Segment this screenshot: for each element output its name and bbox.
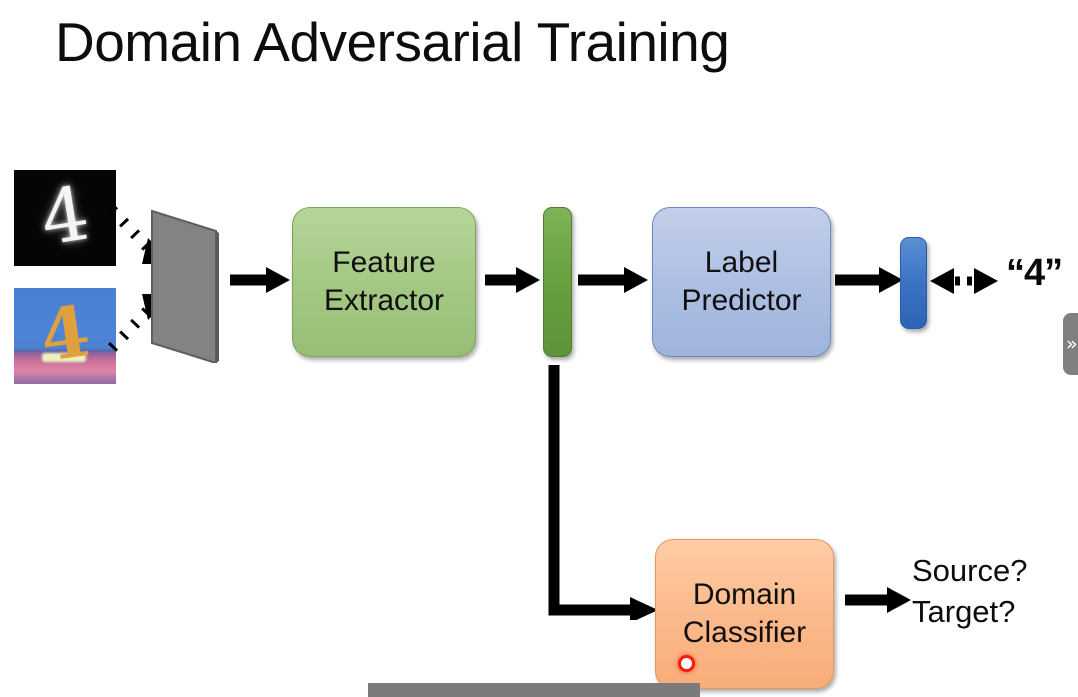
predicted-label-text: “4” [1006, 252, 1063, 294]
domain-classifier-label-line1: Domain [692, 577, 797, 611]
input-plane [150, 203, 220, 363]
feature-vector-bar [543, 207, 572, 357]
target-sample-image: 4 [14, 288, 116, 384]
feature-extractor-block[interactable]: Feature Extractor [292, 207, 476, 357]
domain-question-line1: Source? [912, 553, 1028, 588]
domain-question-line2: Target? [912, 593, 1016, 629]
source-sample-image: 4 [14, 170, 116, 266]
page-title: Domain Adversarial Training [55, 11, 730, 73]
source-sample-digit: 4 [35, 170, 95, 263]
feature-to-domain-branch-arrow [548, 365, 658, 623]
player-seekbar[interactable] [368, 683, 700, 697]
input-to-feature-extractor-arrow [230, 265, 290, 295]
target-sample-digit: 4 [35, 289, 95, 379]
domain-classifier-to-question-arrow [845, 585, 911, 615]
feature-extractor-label-line1: Feature [332, 245, 436, 279]
vector-to-label-predictor-arrow [578, 265, 648, 295]
domain-classifier-label-line2: Classifier [682, 616, 807, 649]
output-vector-bar [900, 237, 927, 329]
chevron-right-icon: » [1066, 332, 1078, 355]
label-predictor-block[interactable]: Label Predictor [652, 207, 831, 357]
feature-extractor-label-line2: Extractor [323, 284, 445, 317]
domain-question-text: Source? Target? [912, 551, 1027, 633]
feature-extractor-to-vector-arrow [485, 265, 540, 295]
label-predictor-to-output-arrow [835, 265, 903, 295]
label-predictor-label-line1: Label [704, 245, 779, 279]
laser-pointer-dot [678, 655, 695, 672]
label-loss-double-arrow [928, 265, 1000, 297]
target-sample-highlight [42, 353, 86, 362]
label-predictor-label-line2: Predictor [681, 284, 802, 317]
side-panel-toggle[interactable]: » [1063, 313, 1078, 375]
